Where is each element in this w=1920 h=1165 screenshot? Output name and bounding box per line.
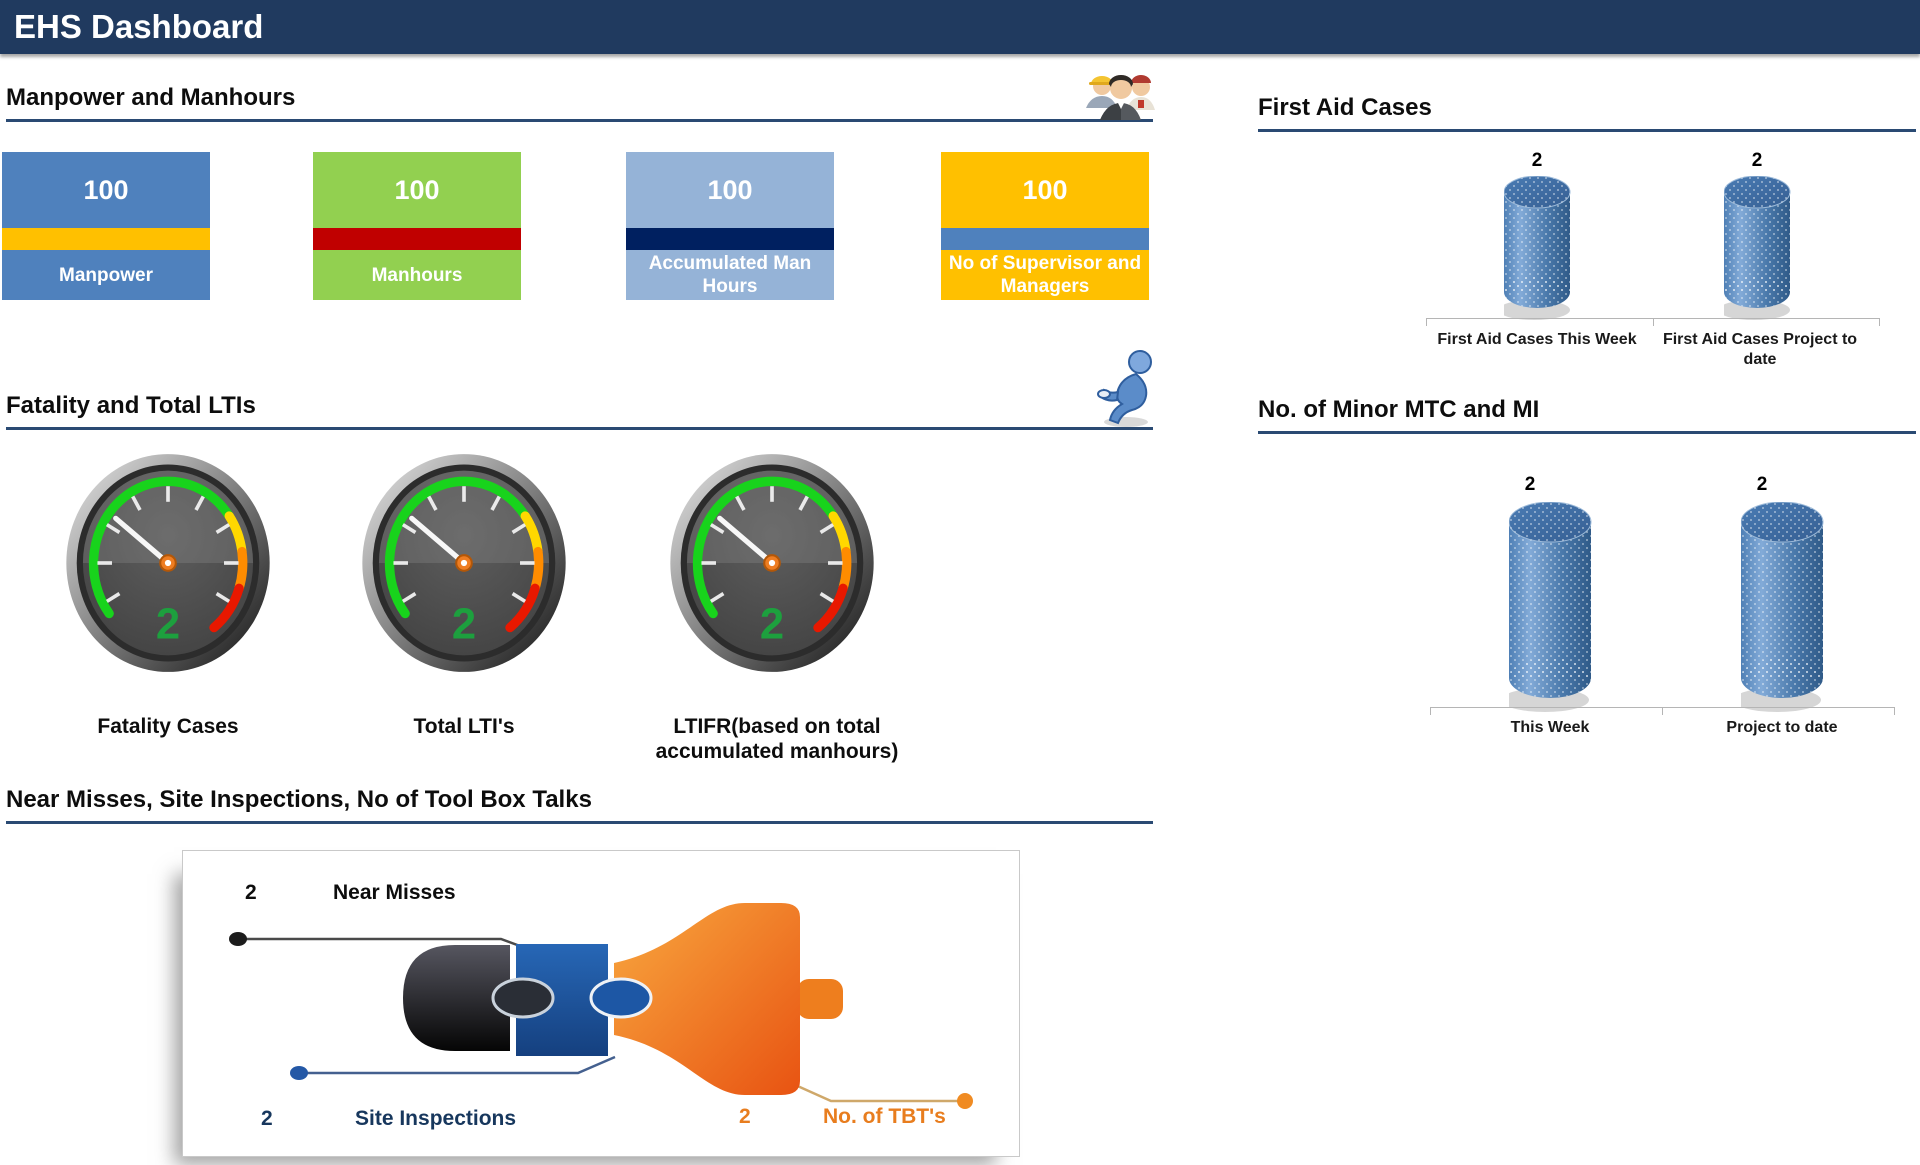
tbt-label: No. of TBT's	[823, 1105, 946, 1128]
kpi-value: 100	[2, 152, 210, 228]
section-head-mtc: No. of Minor MTC and MI	[1258, 396, 1916, 434]
tbt-callout-line	[772, 1073, 965, 1103]
section-title-first-aid: First Aid Cases	[1258, 94, 1432, 121]
megaphone-graphic	[229, 903, 973, 1109]
section-head-first-aid: First Aid Cases	[1258, 94, 1916, 132]
site-inspections-label: Site Inspections	[355, 1107, 517, 1130]
site-inspections-dot	[290, 1066, 308, 1080]
kpi-label: No of Supervisor and Managers	[941, 250, 1149, 300]
section-head-manpower: Manpower and Manhours	[6, 84, 1153, 122]
gauge-total-ltis: 2 Total LTI's	[360, 452, 568, 738]
section-title-near-miss: Near Misses, Site Inspections, No of Too…	[6, 786, 592, 813]
near-misses-label: Near Misses	[333, 881, 456, 904]
category-label: First Aid Cases Project to date	[1662, 331, 1858, 368]
near-misses-dot	[229, 932, 247, 946]
bar-value-label: 2	[1751, 150, 1763, 171]
kpi-card-accumulated-man-hours: 100 Accumulated Man Hours	[626, 152, 834, 300]
gauge-ltifr: 2 LTIFR(based on total accumulated manho…	[656, 452, 898, 763]
workers-icon	[1086, 75, 1155, 120]
gauge-graphic: 2	[670, 454, 874, 672]
tbt-dot	[957, 1093, 973, 1109]
gauge-label: Total LTI's	[413, 715, 515, 738]
kpi-stripe	[313, 228, 521, 250]
section-head-near-miss: Near Misses, Site Inspections, No of Too…	[6, 786, 1153, 824]
gauge-value: 2	[156, 601, 180, 649]
kpi-label: Manpower	[2, 250, 210, 300]
gauge-graphic: 2	[362, 454, 566, 672]
kpi-card-manpower: 100 Manpower	[2, 152, 210, 300]
kpi-stripe	[626, 228, 834, 250]
cylinder-bar	[1509, 502, 1592, 712]
bar-value-label: 2	[1756, 474, 1768, 495]
bar-value-label: 2	[1531, 150, 1543, 171]
site-inspections-callout-line	[299, 1055, 616, 1075]
kpi-value: 100	[941, 152, 1149, 228]
kpi-card-manhours: 100 Manhours	[313, 152, 521, 300]
megaphone-panel: 2 Near Misses 2 Site Inspections 2 No. o…	[182, 850, 1020, 1157]
kpi-label: Accumulated Man Hours	[626, 250, 834, 300]
cylinder-bar	[1741, 502, 1824, 712]
x-axis	[1430, 707, 1895, 715]
gauge-fatality-cases: 2 Fatality Cases	[64, 452, 272, 738]
kpi-value: 100	[626, 152, 834, 228]
safety-figure-icon	[1097, 350, 1152, 427]
gauge-graphic: 2	[66, 454, 270, 672]
gauge-label: LTIFR(based on total accumulated manhour…	[655, 715, 899, 763]
category-label: First Aid Cases This Week	[1437, 331, 1637, 348]
kpi-stripe	[941, 228, 1149, 250]
megaphone-orange-horn	[614, 903, 800, 1095]
megaphone-black-segment	[403, 945, 510, 1051]
tbt-value: 2	[739, 1105, 751, 1128]
category-label: Project to date	[1726, 719, 1838, 736]
section-title-mtc: No. of Minor MTC and MI	[1258, 396, 1540, 423]
near-misses-value: 2	[245, 881, 257, 904]
header-bar: EHS Dashboard	[0, 0, 1920, 54]
gauge-label: Fatality Cases	[97, 715, 239, 738]
page-title: EHS Dashboard	[14, 8, 264, 45]
bar-value-label: 2	[1524, 474, 1536, 495]
section-title-manpower: Manpower and Manhours	[6, 84, 296, 111]
cylinder-bar	[1504, 176, 1571, 320]
megaphone-knob	[797, 979, 843, 1019]
kpi-label: Manhours	[313, 250, 521, 300]
puzzle-tab-black	[491, 977, 555, 1019]
category-label: This Week	[1510, 719, 1590, 736]
first-aid-cases-chart: 2 2 First Aid Cases This Week First Aid …	[1420, 150, 1900, 380]
kpi-card-supervisors: 100 No of Supervisor and Managers	[941, 152, 1149, 300]
kpi-value: 100	[313, 152, 521, 228]
cylinder-bar	[1724, 176, 1791, 320]
section-title-fatality: Fatality and Total LTIs	[6, 392, 256, 419]
minor-mtc-mi-chart: 2 2 This Week Project to date	[1420, 460, 1910, 750]
site-inspections-value: 2	[261, 1107, 273, 1130]
puzzle-tab-blue	[589, 977, 653, 1019]
gauge-value: 2	[760, 601, 784, 649]
section-head-fatality: Fatality and Total LTIs	[6, 392, 1153, 430]
kpi-stripe	[2, 228, 210, 250]
gauge-value: 2	[452, 601, 476, 649]
x-axis	[1426, 318, 1880, 326]
